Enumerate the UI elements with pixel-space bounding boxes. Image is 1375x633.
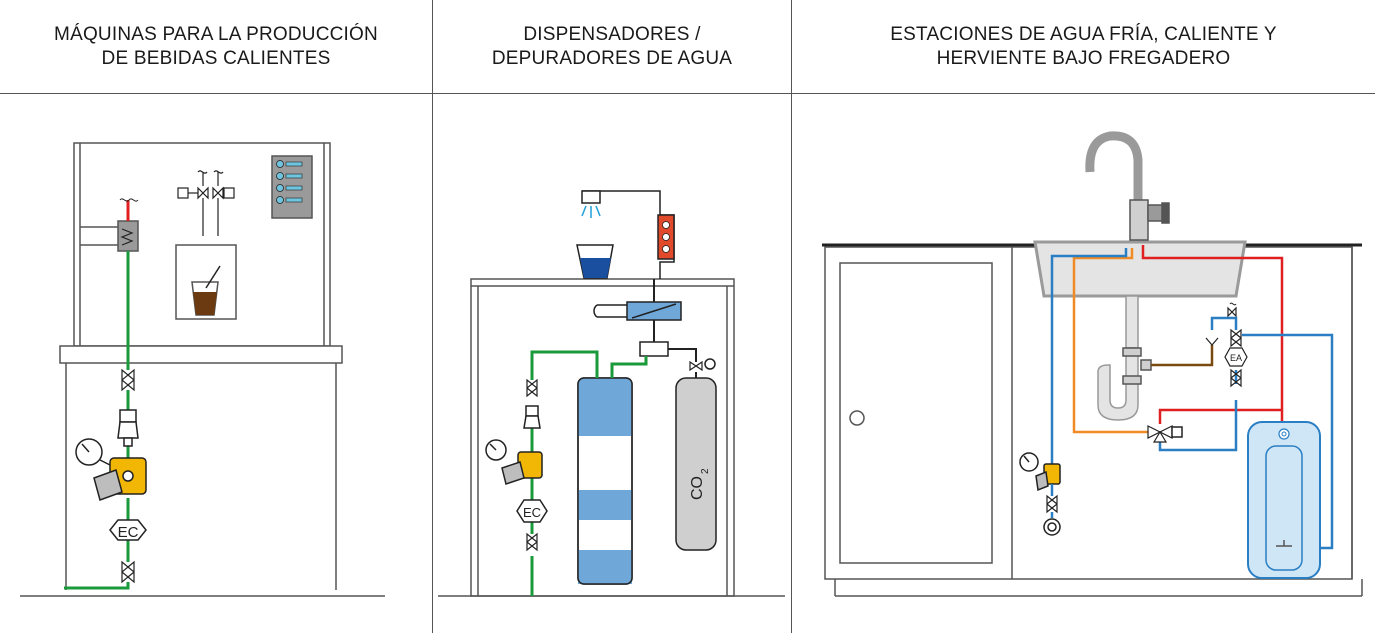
solenoid-valves: [177, 170, 235, 236]
co2-cylinder: [675, 377, 717, 551]
co2-label-group: CO 2: [689, 468, 711, 500]
blue-pipe: [1050, 248, 1334, 550]
shutoff-valve-1: [121, 368, 135, 392]
shutoff-valve-3: [526, 378, 538, 398]
header-hot-drinks-line1: MÁQUINAS PARA LA PRODUCCIÓN: [54, 23, 378, 45]
ec-label-1: EC: [118, 524, 139, 541]
cabinet-door: [839, 262, 993, 564]
header-divider: [0, 93, 1375, 94]
ea-hexagon: [1224, 347, 1248, 367]
panel-hot-drinks: [20, 142, 385, 597]
drain-pipe: [1125, 295, 1139, 349]
ec-hexagon-2: [516, 499, 548, 523]
co2-label: CO: [689, 476, 706, 500]
brown-drain-line: [1151, 345, 1214, 367]
header-hot-drinks: MÁQUINAS PARA LA PRODUCCIÓN DE BEBIDAS C…: [0, 0, 432, 93]
pressure-reducer-2: [485, 439, 543, 485]
column-divider-2: [791, 0, 792, 633]
sink-bowl: [1033, 240, 1247, 298]
heat-exchanger: [117, 220, 139, 252]
counter-top: [59, 345, 343, 364]
door-knob: [849, 410, 865, 426]
shutoff-valve-4: [526, 532, 538, 552]
pressure-reducer: [75, 438, 147, 501]
carbonator: [639, 341, 669, 357]
header-sink-stations: ESTACIONES DE AGUA FRÍA, CALIENTE Y HERV…: [792, 0, 1375, 93]
green-pipe-hot-drinks: [64, 251, 130, 590]
inlet-group: [1019, 452, 1061, 536]
check-valve: [119, 409, 137, 423]
ea-label: EA: [1230, 353, 1242, 363]
p-trap: [1097, 347, 1139, 421]
header-dispensers-line1: DISPENSADORES /: [523, 23, 701, 45]
co2-subscript: 2: [700, 468, 711, 474]
panel-sink-stations: [822, 131, 1363, 597]
kitchen-faucet: [1085, 131, 1143, 205]
header-sink-stations-line2: HERVIENTE BAJO FREGADERO: [936, 47, 1231, 69]
ec-hexagon: [109, 519, 147, 541]
column-divider-1: [432, 0, 433, 633]
header-dispensers-line2: DEPURADORES DE AGUA: [491, 47, 733, 69]
header-dispensers: DISPENSADORES / DEPURADORES DE AGUA: [433, 0, 791, 93]
thermostatic-mixer: [1147, 425, 1173, 443]
ec-label-2: EC: [523, 505, 541, 520]
orange-pipe: [1072, 248, 1148, 434]
shutoff-valve-2: [121, 560, 135, 584]
panel-dispensers: [438, 190, 785, 597]
header-hot-drinks-line2: DE BEBIDAS CALIENTES: [101, 47, 331, 69]
header-sink-stations-line1: ESTACIONES DE AGUA FRÍA, CALIENTE Y: [890, 23, 1277, 45]
